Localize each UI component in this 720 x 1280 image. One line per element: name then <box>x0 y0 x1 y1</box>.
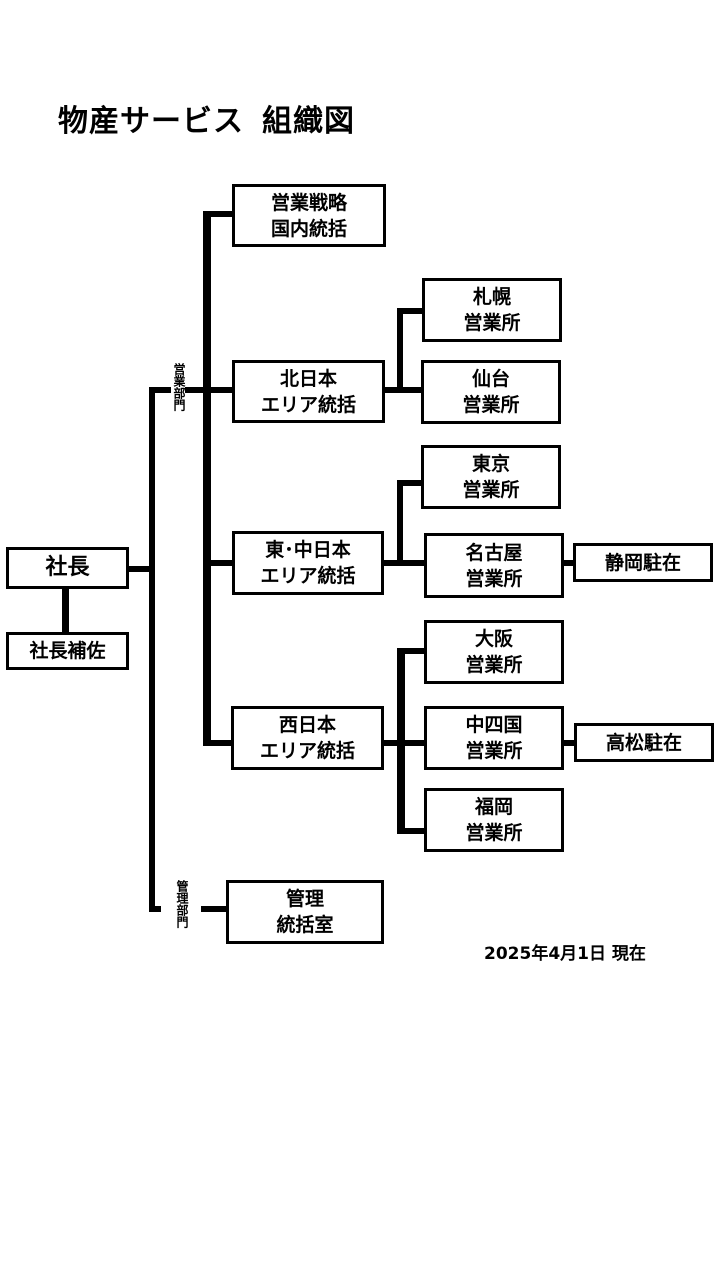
connector-west-vertical <box>397 648 405 834</box>
office-chushikoku-box: 中四国 営業所 <box>424 706 564 770</box>
office-chushikoku-line1: 中四国 <box>465 714 523 736</box>
connector-admin-office <box>201 906 228 912</box>
connector-north-out <box>384 387 424 393</box>
office-sendai-line1: 仙台 <box>471 368 510 390</box>
connector-east-vertical <box>397 480 403 566</box>
connector-admin-dept <box>149 906 161 912</box>
connector-sales-vertical <box>203 211 211 746</box>
office-osaka-line2: 営業所 <box>465 654 523 676</box>
station-takamatsu-label: 高松駐在 <box>605 731 682 754</box>
unit-east-line2: エリア統括 <box>260 565 356 587</box>
office-sendai-box: 仙台 営業所 <box>421 360 561 424</box>
connector-sapporo <box>397 308 424 314</box>
unit-north-line1: 北日本 <box>279 367 337 390</box>
office-nagoya-line1: 名古屋 <box>465 541 523 564</box>
office-sendai-line2: 営業所 <box>462 394 520 416</box>
unit-strategy-line1: 営業戦略 <box>270 191 347 214</box>
office-sapporo-box: 札幌 営業所 <box>422 278 562 342</box>
station-shizuoka-label: 静岡駐在 <box>604 551 681 574</box>
connector-north <box>203 387 234 393</box>
connector-osaka <box>397 648 427 654</box>
admin-dept-label: 管理部門 <box>174 880 189 928</box>
office-tokyo-line2: 営業所 <box>462 479 520 501</box>
connector-president-main <box>128 566 152 572</box>
unit-west-box: 西日本 エリア統括 <box>231 706 384 770</box>
station-takamatsu-box: 高松駐在 <box>574 723 714 762</box>
unit-north-line2: エリア統括 <box>260 393 356 416</box>
office-chushikoku-line2: 営業所 <box>465 740 523 762</box>
unit-strategy-box: 営業戦略 国内統括 <box>232 184 386 247</box>
connector-strategy <box>203 211 234 217</box>
unit-north-box: 北日本 エリア統括 <box>232 360 385 423</box>
president-assistant-label: 社長補佐 <box>29 640 106 662</box>
office-nagoya-box: 名古屋 営業所 <box>424 533 564 598</box>
connector-north-vertical <box>397 308 403 393</box>
page-title: 物産サービス組織図 <box>58 96 355 140</box>
office-osaka-line1: 大阪 <box>474 628 513 650</box>
connector-president-assistant <box>62 588 69 634</box>
unit-west-line2: エリア統括 <box>259 740 355 762</box>
president-label: 社長 <box>45 555 90 580</box>
unit-east-box: 東･中日本 エリア統括 <box>232 531 384 595</box>
station-shizuoka-box: 静岡駐在 <box>573 543 713 582</box>
unit-strategy-line2: 国内統括 <box>270 217 347 240</box>
connector-takamatsu <box>562 740 578 746</box>
connector-main-vertical <box>149 387 155 912</box>
connector-west <box>203 740 234 746</box>
sales-dept-label: 営業部門 <box>171 363 186 411</box>
office-tokyo-box: 東京 営業所 <box>421 445 561 509</box>
unit-admin-office-line1: 管理 <box>285 888 324 910</box>
connector-fukuoka <box>397 828 427 834</box>
office-sapporo-line2: 営業所 <box>463 312 521 334</box>
chart-name: 組織図 <box>262 104 355 139</box>
connector-west-out <box>383 740 427 746</box>
connector-east-out <box>383 560 427 566</box>
office-fukuoka-box: 福岡 営業所 <box>424 788 564 852</box>
office-fukuoka-line1: 福岡 <box>474 796 513 818</box>
as-of-date: 2025年4月1日 現在 <box>484 944 646 964</box>
unit-admin-office-box: 管理 統括室 <box>226 880 384 944</box>
president-assistant-box: 社長補佐 <box>6 632 129 670</box>
office-fukuoka-line2: 営業所 <box>465 822 523 844</box>
office-tokyo-line1: 東京 <box>471 453 510 475</box>
unit-admin-office-line2: 統括室 <box>276 914 334 936</box>
unit-west-line1: 西日本 <box>278 714 336 736</box>
office-nagoya-line2: 営業所 <box>465 567 523 590</box>
office-osaka-box: 大阪 営業所 <box>424 620 564 684</box>
connector-tokyo <box>397 480 423 486</box>
company-name: 物産サービス <box>58 104 244 139</box>
office-sapporo-line1: 札幌 <box>472 286 511 308</box>
connector-shizuoka <box>562 560 576 566</box>
connector-east <box>203 560 234 566</box>
president-box: 社長 <box>6 547 129 589</box>
unit-east-line1: 東･中日本 <box>265 539 351 561</box>
